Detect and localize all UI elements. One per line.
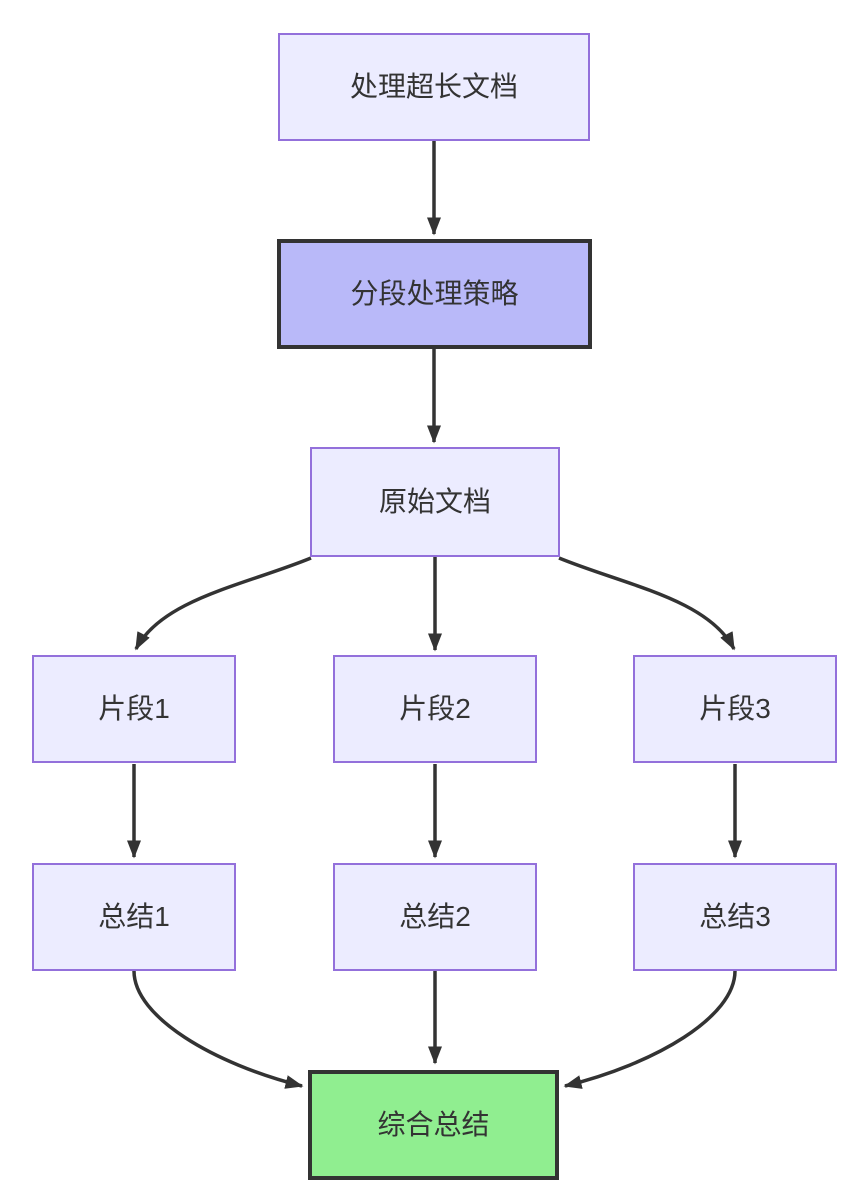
edge-sum3-final <box>563 970 737 1089</box>
edge-sum1-final <box>132 970 304 1089</box>
node-fragment-3: 片段3 <box>633 655 837 763</box>
node-process-long-document: 处理超长文档 <box>278 33 590 141</box>
edge-original-frag1 <box>134 556 312 651</box>
edge-original-frag3 <box>558 556 736 651</box>
node-summary-1: 总结1 <box>32 863 236 971</box>
node-segmented-processing-strategy: 分段处理策略 <box>277 239 592 349</box>
node-summary-2: 总结2 <box>333 863 537 971</box>
node-summary-3: 总结3 <box>633 863 837 971</box>
node-fragment-1: 片段1 <box>32 655 236 763</box>
node-fragment-2: 片段2 <box>333 655 537 763</box>
node-original-document: 原始文档 <box>310 447 560 557</box>
node-comprehensive-summary: 综合总结 <box>308 1070 559 1180</box>
